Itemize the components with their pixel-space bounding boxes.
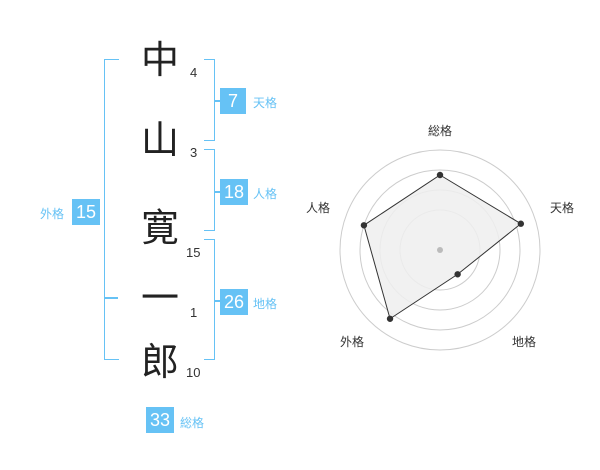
chikaku-label: 地格 [253, 297, 278, 311]
name-char-5: 郎 [140, 340, 179, 384]
chikaku-value: 26 [220, 289, 248, 315]
radar-point [386, 315, 394, 322]
radar-point [517, 220, 525, 227]
soukaku-label: 総格 [180, 416, 205, 430]
radar-axis-label-soukaku: 総格 [428, 124, 453, 138]
gaikaku-bracket [104, 59, 119, 360]
radar-axis-label-chikaku: 地格 [512, 335, 537, 349]
radar-grid-ring [339, 149, 541, 351]
jinkaku-value: 18 [220, 179, 248, 205]
radar-point [454, 271, 461, 278]
radar-axis-label-jinkaku: 人格 [306, 201, 331, 215]
name-char-4: 一 [140, 276, 179, 320]
name-char-3: 寛 [140, 206, 179, 250]
stroke-count-2: 3 [190, 145, 198, 160]
stroke-count-1: 4 [190, 65, 198, 80]
tenkaku-value: 7 [220, 88, 246, 114]
soukaku-value: 33 [146, 407, 174, 433]
gaikaku-label: 外格 [40, 207, 65, 221]
stroke-count-4: 1 [190, 305, 198, 320]
jinkaku-connector [214, 191, 220, 193]
gaikaku-value: 15 [72, 199, 100, 225]
radar-axis-label-gaikaku: 外格 [340, 335, 365, 349]
jinkaku-label: 人格 [253, 187, 278, 201]
jinkaku-bracket [204, 149, 215, 231]
chikaku-bracket [204, 239, 215, 360]
radar-area [363, 174, 522, 320]
tenkaku-connector [214, 100, 220, 102]
gaikaku-bracket-divider [104, 297, 118, 299]
radar-point [436, 171, 444, 179]
radar-points [360, 171, 525, 322]
stroke-count-3: 15 [186, 245, 201, 260]
tenkaku-label: 天格 [253, 96, 278, 110]
radar-point [360, 222, 368, 229]
radar-center-dot [437, 247, 443, 253]
stroke-count-5: 10 [186, 365, 201, 380]
name-char-1: 中 [140, 38, 179, 82]
name-char-2: 山 [140, 118, 179, 162]
radar-axis-label-tenkaku: 天格 [550, 201, 575, 215]
chikaku-connector [214, 300, 220, 302]
radar-grid-ring [359, 169, 521, 331]
